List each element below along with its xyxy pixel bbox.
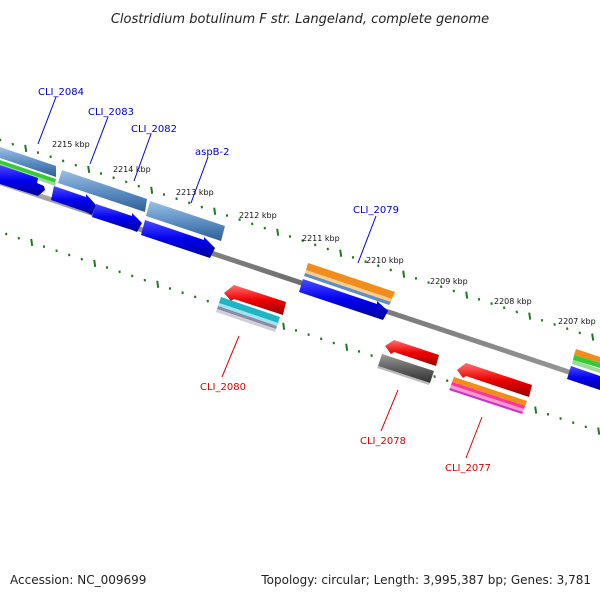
kbp-label: 2210 kbp xyxy=(366,256,404,265)
kbp-label: 2214 kbp xyxy=(113,165,151,174)
gene-cli-2082[interactable] xyxy=(92,204,142,232)
scale-major-tick xyxy=(276,228,280,236)
gene-cli-2077[interactable] xyxy=(449,363,532,414)
gene-partial-right[interactable] xyxy=(567,349,600,390)
kbp-label: 2208 kbp xyxy=(494,297,532,306)
scale-tick-rows xyxy=(0,138,600,435)
gene-cli-2079[interactable] xyxy=(299,263,395,320)
leader-line xyxy=(133,133,152,182)
topology-text: Topology: circular; Length: 3,995,387 bp… xyxy=(261,573,591,587)
gene-label-cli-2077[interactable]: CLI_2077 xyxy=(445,463,491,474)
scale-major-tick xyxy=(339,249,343,257)
scale-major-tick xyxy=(528,312,532,320)
leader-line xyxy=(89,116,109,165)
scale-major-tick xyxy=(402,270,406,278)
leader-line xyxy=(465,416,483,459)
reverse-gene-track xyxy=(216,285,532,414)
scale-major-tick xyxy=(30,238,34,247)
gene-label-aspb-2[interactable]: aspB-2 xyxy=(195,147,230,158)
gene-label-cli-2080[interactable]: CLI_2080 xyxy=(200,382,246,393)
scale-major-tick xyxy=(597,427,600,435)
forward-gene-track xyxy=(0,147,600,390)
gene-label-cli-2084[interactable]: CLI_2084 xyxy=(38,87,84,98)
scale-major-tick xyxy=(282,322,286,330)
gene-cli-2080[interactable] xyxy=(216,285,286,332)
scale-major-tick xyxy=(24,144,28,153)
scale-major-tick xyxy=(213,207,217,215)
gene-label-cli-2079[interactable]: CLI_2079 xyxy=(353,205,399,216)
accession-text: Accession: NC_009699 xyxy=(10,573,147,587)
gene-aspb-2[interactable] xyxy=(141,201,225,258)
scale-major-tick xyxy=(465,291,469,299)
kbp-label: 2211 kbp xyxy=(302,234,340,243)
leader-line xyxy=(357,215,377,264)
leader-line xyxy=(221,335,240,378)
kbp-label: 2212 kbp xyxy=(239,211,277,220)
gene-labels: CLI_2084 CLI_2083 CLI_2082 aspB-2 CLI_20… xyxy=(37,87,491,474)
gene-label-cli-2078[interactable]: CLI_2078 xyxy=(360,436,406,447)
kbp-label: 2209 kbp xyxy=(430,277,468,286)
scale-major-tick xyxy=(156,280,160,288)
kbp-label: 2207 kbp xyxy=(558,317,596,326)
leader-line xyxy=(380,389,399,432)
gene-label-cli-2082[interactable]: CLI_2082 xyxy=(131,124,177,135)
scale-major-tick xyxy=(93,259,97,267)
gene-cli-2083[interactable] xyxy=(51,170,147,215)
map-title: Clostridium botulinum F str. Langeland, … xyxy=(111,12,489,27)
scale-major-tick xyxy=(591,333,595,341)
leader-line xyxy=(37,96,57,145)
scale-major-tick xyxy=(150,186,154,194)
gene-label-cli-2083[interactable]: CLI_2083 xyxy=(88,107,134,118)
scale-major-tick xyxy=(534,406,538,414)
scale-major-tick xyxy=(345,343,349,351)
gene-cli-2078[interactable] xyxy=(377,340,439,385)
gene-cli-2084[interactable] xyxy=(0,147,56,196)
scale-major-tick xyxy=(87,165,91,173)
kbp-label: 2215 kbp xyxy=(52,140,90,149)
leader-line xyxy=(190,156,209,204)
